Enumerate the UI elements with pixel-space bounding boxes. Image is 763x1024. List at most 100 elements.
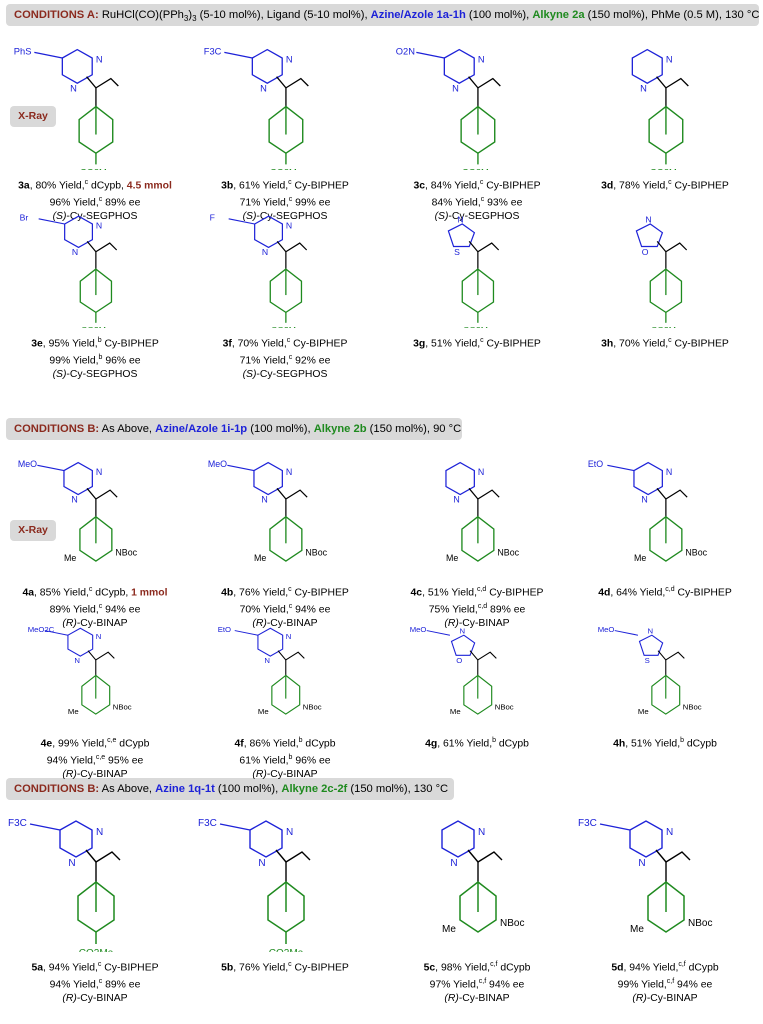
ligand-text: Cy-BIPHEP (101, 962, 159, 974)
svg-text:N: N (457, 214, 463, 224)
compound-id: 3d (601, 180, 614, 192)
svg-text:MeO: MeO (598, 625, 615, 634)
config-label: (S) (434, 210, 449, 222)
compound-id: 5d (611, 962, 624, 974)
caption-4d: 4d, 64% Yield,c,d Cy-BIPHEP (570, 583, 760, 600)
svg-text:F3C: F3C (8, 818, 27, 829)
compound-id: 3c (413, 180, 425, 192)
footnote-mark: c,e (95, 753, 106, 761)
yield-text: , 78% Yield, (613, 180, 669, 192)
ligand-text: Cy-BIPHEP (671, 338, 729, 350)
svg-text:N: N (262, 247, 268, 257)
footnote-mark: c (97, 961, 102, 968)
svg-text:N: N (453, 495, 459, 505)
chiral-ligand: -Cy-BINAP (76, 768, 128, 780)
conditions-a-tail: (150 mol%), PhMe (0.5 M), 130 °C (584, 9, 760, 21)
caption-line3: (R)-Cy-BINAP (0, 617, 190, 631)
svg-text:Me: Me (446, 553, 458, 563)
footnote-mark: c,e (107, 737, 117, 744)
caption-line2: 97% Yield,c,f 94% ee (382, 975, 572, 992)
footnote-mark: c (98, 602, 103, 610)
conditions-b-azine: Azine/Azole 1i-1p (155, 423, 248, 435)
compound-id: 5c (423, 962, 436, 974)
yield-text: , 80% Yield, (29, 180, 85, 192)
caption-line3: (R)-Cy-BINAP (190, 617, 380, 631)
ligand-text: dCypb (684, 738, 717, 750)
chiral-ligand: -Cy-BINAP (76, 992, 128, 1004)
svg-text:N: N (286, 467, 292, 477)
svg-text:NBoc: NBoc (495, 702, 514, 711)
svg-text:F3C: F3C (198, 818, 217, 829)
yield-text: , 70% Yield, (231, 338, 287, 350)
compound-id: 3h (601, 338, 614, 350)
ligand-text: dCypb (685, 962, 719, 974)
compound-id: 4e (40, 738, 53, 750)
svg-text:N: N (96, 55, 103, 65)
footnote-mark: c (668, 337, 672, 344)
chiral-ligand: -Cy-SEGPHOS (256, 368, 328, 380)
conditions-a-banner: CONDITIONS A: RuHCl(CO)(PPh3)3 (5-10 mol… (6, 4, 759, 26)
yield-text: , 94% Yield, (43, 962, 98, 974)
conditions-b-pre: As Above, (99, 423, 156, 435)
conditions-b-tail: (150 mol%), 90 °C (366, 423, 462, 435)
svg-text:CO2Me: CO2Me (462, 168, 494, 170)
svg-text:N: N (261, 495, 267, 505)
svg-text:PhS: PhS (14, 46, 32, 56)
ligand-text: Cy-BIPHEP (486, 587, 544, 599)
footnote-mark: b (97, 337, 102, 344)
svg-text:N: N (666, 827, 673, 838)
footnote-mark: c (98, 195, 103, 203)
ee-text: 96% ee (102, 355, 141, 367)
config-label: (R) (62, 617, 77, 629)
compound-3d: NNCO2Me3d, 78% Yield,c Cy-BIPHEP (570, 30, 760, 191)
svg-text:N: N (68, 858, 75, 869)
ee-text: 94% ee (102, 604, 141, 616)
footnote-mark: b (680, 737, 684, 744)
caption-line1: 3d, 78% Yield,c Cy-BIPHEP (570, 176, 760, 193)
compound-5b: F3CNNCO2Me5b, 76% Yield,c Cy-BIPHEP (190, 800, 380, 973)
caption-line3: (R)-Cy-BINAP (570, 992, 760, 1006)
svg-text:NBoc: NBoc (305, 548, 327, 558)
conditions-c-tail: (150 mol%), 130 °C (347, 783, 449, 795)
yield-text: , 61% Yield, (437, 738, 493, 750)
svg-text:N: N (640, 84, 647, 94)
svg-text:N: N (450, 858, 457, 869)
ee-text: 94% ee (486, 979, 525, 991)
yield-text: , 98% Yield, (435, 962, 491, 974)
structure-3b: F3CNNCO2Me (204, 46, 309, 170)
svg-text:N: N (478, 827, 485, 838)
footnote-mark: c (88, 586, 93, 593)
footnote-mark: c,f (490, 961, 498, 968)
ee-text: 94% ee (292, 604, 331, 616)
svg-text:CO2Me: CO2Me (80, 168, 112, 170)
svg-text:S: S (454, 247, 460, 257)
svg-text:F3C: F3C (204, 46, 222, 56)
svg-text:NBoc: NBoc (500, 918, 524, 929)
footnote-mark: c (480, 195, 485, 203)
chiral-ligand: -Cy-SEGPHOS (256, 210, 328, 222)
footnote-mark: c (288, 602, 293, 610)
compound-id: 4f (234, 738, 244, 750)
svg-text:O: O (642, 247, 649, 257)
svg-text:F3C: F3C (578, 818, 597, 829)
caption-line1: 5b, 76% Yield,c Cy-BIPHEP (190, 958, 380, 975)
ligand-text: Cy-BIPHEP (101, 338, 159, 350)
